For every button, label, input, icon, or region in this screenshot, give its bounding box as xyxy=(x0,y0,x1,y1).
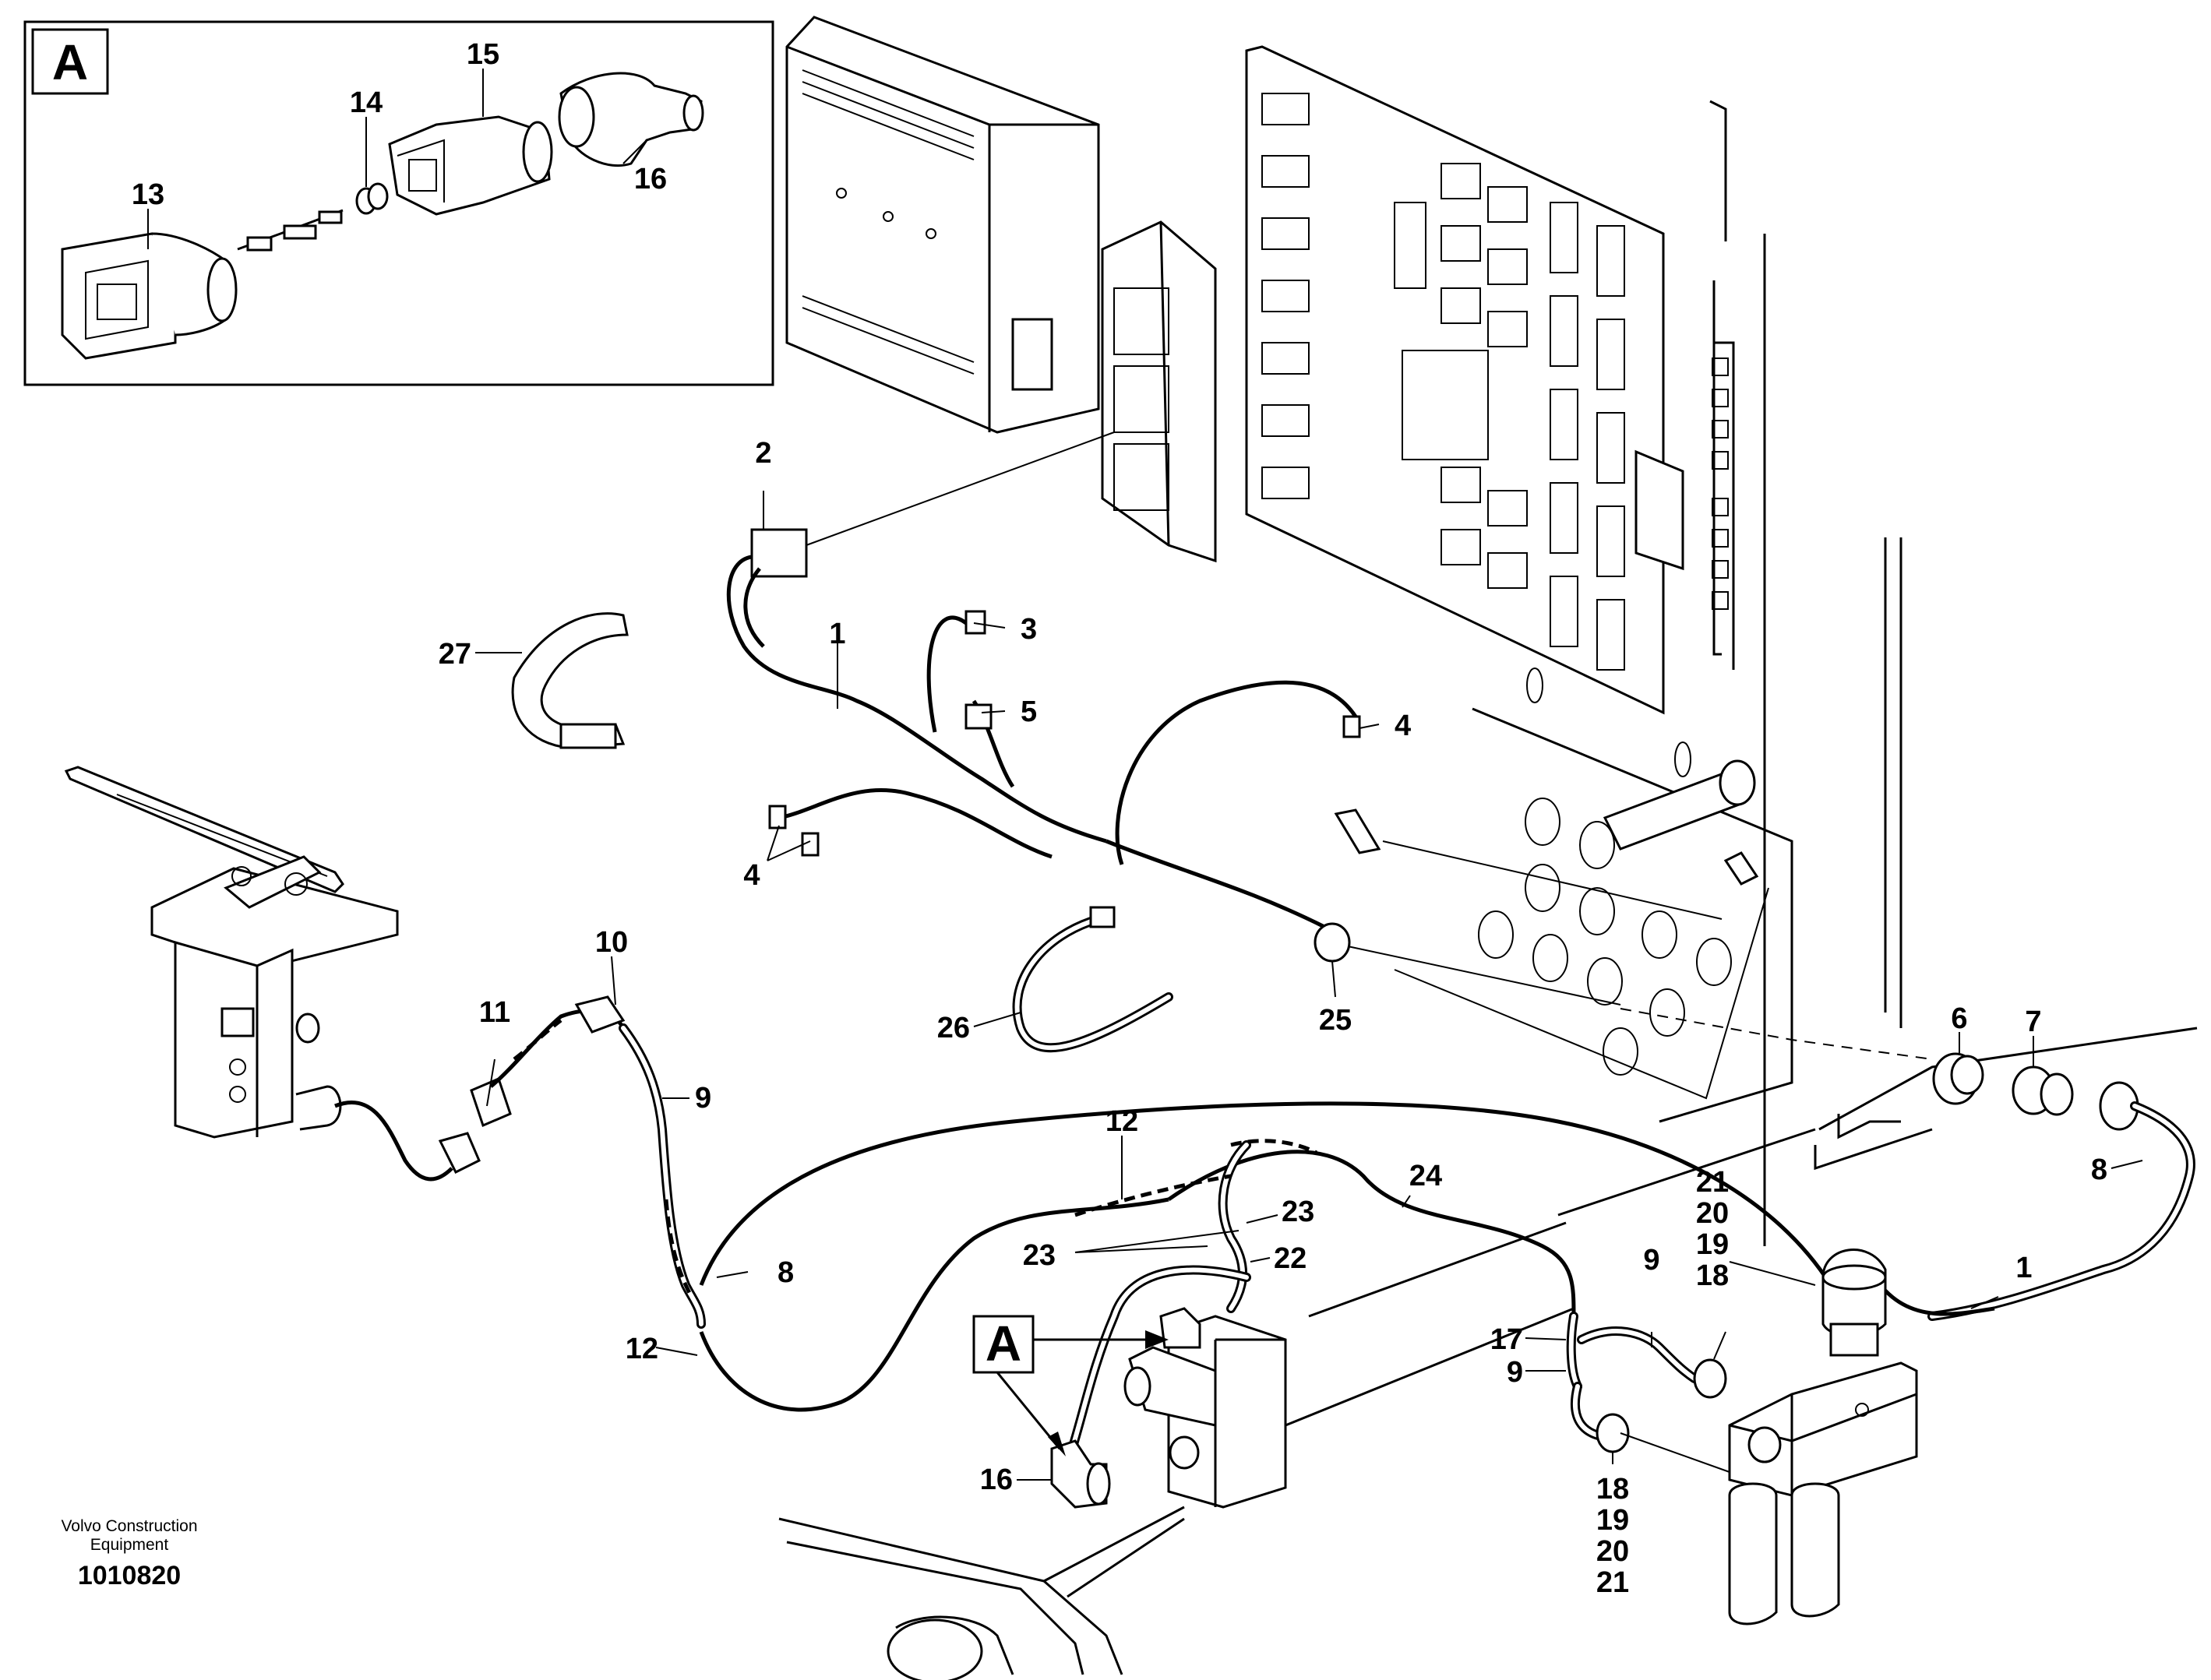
air-valve-assembly xyxy=(1728,1249,1918,1625)
control-unit-ecu xyxy=(785,16,1100,434)
circuit-board xyxy=(1245,45,1684,715)
detail-a-marker: A xyxy=(972,1315,1169,1456)
terminal-pins xyxy=(237,209,344,252)
callout-12-left: 12 xyxy=(626,1333,658,1365)
detail-a-inset: A xyxy=(23,20,774,386)
callout-6: 6 xyxy=(1951,1002,1967,1035)
callout-26: 26 xyxy=(937,1012,970,1044)
callout-15: 15 xyxy=(467,38,499,71)
callout-9-lower: 9 xyxy=(1507,1356,1523,1389)
callout-labels: 13 14 15 16 2 1 3 27 5 4 4 10 11 9 26 25… xyxy=(132,38,2107,1599)
drawing-number: 1010820 xyxy=(77,1561,182,1590)
cabinet-panel xyxy=(1314,667,1933,1123)
solenoid-valve xyxy=(1123,1307,1287,1509)
pipe-fittings xyxy=(1566,1312,1730,1473)
callout-13: 13 xyxy=(132,178,164,211)
callout-10: 10 xyxy=(595,926,628,959)
callout-18-top: 18 xyxy=(1696,1259,1729,1292)
leader-lines xyxy=(475,431,2143,1481)
callout-25: 25 xyxy=(1319,1004,1352,1037)
callout-16-detail: 16 xyxy=(634,163,667,195)
callout-9-sensor: 9 xyxy=(695,1082,711,1115)
connector-housing xyxy=(61,232,238,360)
callout-12-top: 12 xyxy=(1106,1105,1138,1138)
callout-4-left: 4 xyxy=(743,859,760,892)
callout-4-right: 4 xyxy=(1395,710,1411,742)
callout-16-lower: 16 xyxy=(980,1463,1013,1496)
sensor-harness xyxy=(334,995,706,1329)
spring-part xyxy=(355,182,389,215)
callout-3: 3 xyxy=(1021,613,1037,646)
plug-body xyxy=(388,115,553,216)
callout-7: 7 xyxy=(2025,1006,2041,1038)
callout-24: 24 xyxy=(1409,1160,1442,1192)
callout-1-harness: 1 xyxy=(829,618,845,650)
publisher-credit: Volvo Construction Equipment 1010820 xyxy=(28,1517,231,1591)
main-wiring-harness xyxy=(726,528,1361,929)
publisher-name-line2: Equipment xyxy=(90,1536,169,1554)
callout-23-right: 23 xyxy=(1282,1196,1314,1228)
callout-21-bottom: 21 xyxy=(1596,1566,1629,1599)
callout-9-upper: 9 xyxy=(1643,1244,1659,1277)
callout-18-bottom: 18 xyxy=(1596,1473,1629,1506)
callout-20-bottom: 20 xyxy=(1596,1535,1629,1568)
detail-a-marker-letter: A xyxy=(986,1315,1021,1372)
callout-2: 2 xyxy=(755,437,771,470)
callout-21-top: 21 xyxy=(1696,1166,1729,1199)
callout-23-left: 23 xyxy=(1023,1239,1056,1272)
pedal-assembly xyxy=(64,766,399,1139)
callout-19-bottom: 19 xyxy=(1596,1504,1629,1537)
callout-11: 11 xyxy=(479,996,510,1029)
bulkhead-fittings xyxy=(1927,1052,2195,1321)
cable-tie xyxy=(1012,906,1173,1053)
elbow-connector xyxy=(558,72,704,167)
cabinet-frame xyxy=(1709,100,2198,1246)
valve-harnesses xyxy=(699,1101,1995,1469)
elbow-connector-lower xyxy=(1050,1439,1111,1509)
detail-a-letter: A xyxy=(52,34,88,90)
callout-14: 14 xyxy=(350,86,383,119)
callout-1-tube: 1 xyxy=(2015,1252,2032,1284)
callout-19-top: 19 xyxy=(1696,1228,1729,1261)
machine-frame-lower xyxy=(778,1128,1816,1680)
callout-20-top: 20 xyxy=(1696,1197,1729,1230)
grommet-strap xyxy=(511,612,629,749)
callout-27: 27 xyxy=(439,638,471,671)
callout-5: 5 xyxy=(1021,696,1037,728)
callout-22: 22 xyxy=(1274,1242,1306,1275)
callout-8-left: 8 xyxy=(778,1256,794,1289)
callout-17: 17 xyxy=(1490,1323,1523,1356)
publisher-name-line1: Volvo Construction xyxy=(61,1517,198,1535)
callout-8-right: 8 xyxy=(2091,1153,2107,1186)
mounting-bracket xyxy=(1101,220,1217,563)
